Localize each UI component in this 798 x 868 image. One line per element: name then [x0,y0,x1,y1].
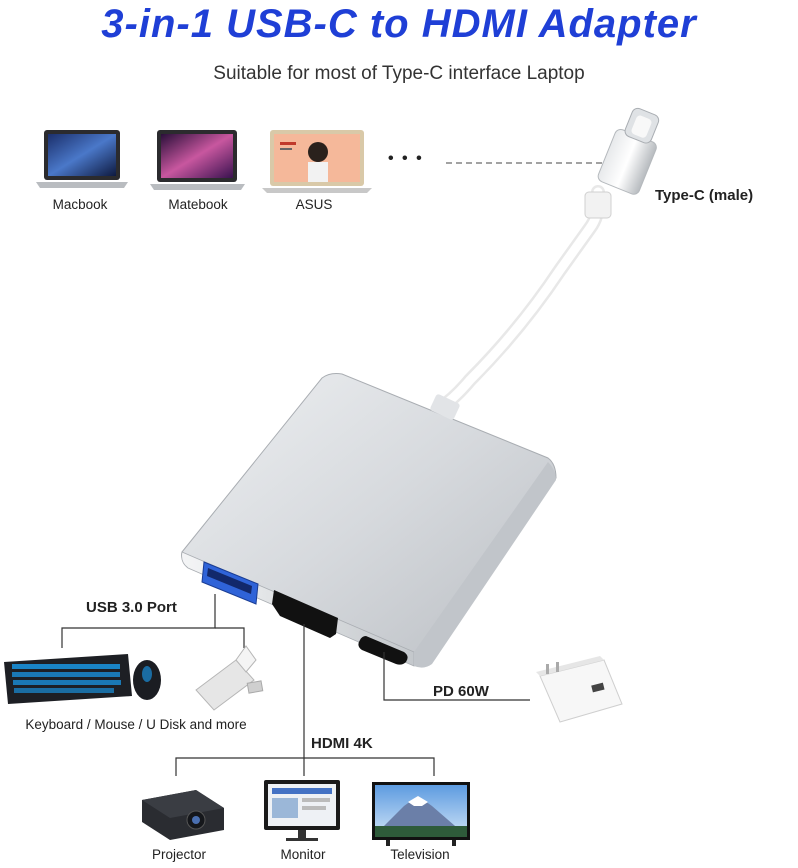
adapter-body [181,373,557,668]
keyboard-icon [4,654,132,704]
display-label-projector: Projector [151,847,207,862]
usb-devices-label: Keyboard / Mouse / U Disk and more [25,717,247,732]
type-c-plug-icon [433,107,660,415]
monitor-icon [264,780,340,841]
usb-flash-drive-icon [195,645,264,711]
pd-port-label: PD 60W [433,683,489,700]
television-icon [372,782,470,846]
page-subtitle: Suitable for most of Type-C interface La… [213,63,585,84]
page-title: 3-in-1 USB-C to HDMI Adapter [101,2,697,46]
hdmi-port-icon [272,590,338,638]
hdmi-port-label: HDMI 4K [311,735,373,752]
usb-port-label: USB 3.0 Port [86,599,177,616]
projector-icon [142,790,224,840]
mouse-icon [133,660,161,700]
laptop-label-matebook: Matebook [168,197,228,212]
power-adapter-icon [536,656,623,723]
usb-c-pd-port-icon [358,636,408,665]
laptop-matebook-icon [150,130,245,190]
usb-port-icon [201,561,259,605]
laptop-label-asus: ASUS [295,197,333,212]
callout-lines [61,594,530,776]
type-c-label: Type-C (male) [655,187,754,204]
laptop-label-macbook: Macbook [52,197,108,212]
display-label-television: Television [390,847,450,862]
display-label-monitor: Monitor [280,847,326,862]
laptop-asus-icon [262,130,372,193]
more-ellipsis: • • • [388,150,424,167]
laptop-macbook-icon [36,130,128,188]
